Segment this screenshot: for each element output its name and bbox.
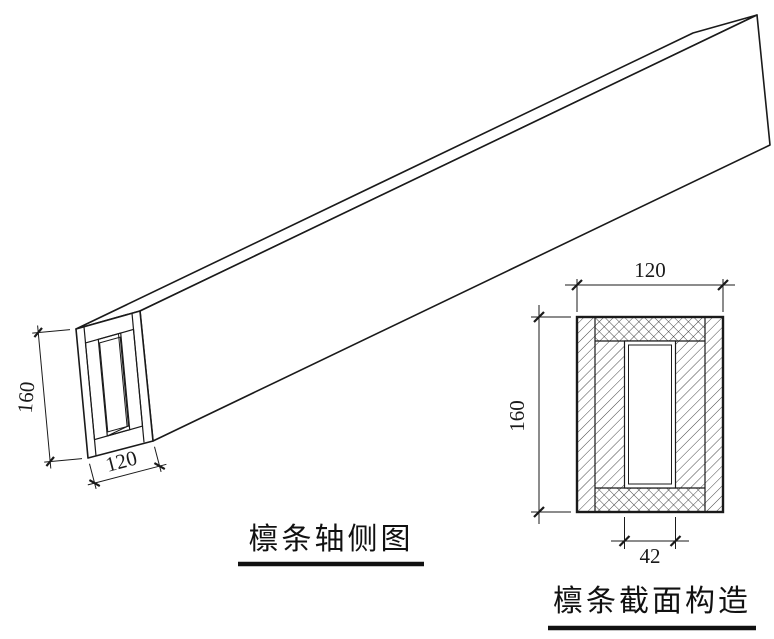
axon-dim-height: 160 [13, 325, 83, 469]
section-title: 檩条截面构造 [553, 585, 751, 618]
dim-tick [533, 311, 545, 323]
bottom-board-crosshatch [595, 488, 705, 512]
section-caption: 檩条截面构造 [548, 585, 756, 631]
right-web-hatch [675, 341, 705, 488]
ext-line [89, 463, 97, 490]
axon-caption: 檩条轴侧图 [238, 523, 424, 567]
section-linework [575, 315, 725, 514]
section-hollow-dim-text: 42 [640, 544, 661, 568]
dim-tick [669, 535, 682, 547]
dim-tick [717, 279, 729, 291]
axonometric-view: 160 120 檩条轴侧图 [13, 14, 771, 567]
axon-beam-body [75, 14, 771, 459]
section-hollow [623, 340, 677, 489]
left-side-board-hatch [577, 317, 595, 512]
dim-tick [33, 327, 43, 338]
dim-tick [571, 279, 583, 291]
beam-front-face [75, 310, 154, 459]
section-hollow-lining [628, 344, 672, 485]
section-width-dim-text: 120 [634, 258, 666, 282]
axon-title: 檩条轴侧图 [249, 523, 414, 556]
section-outer-rect [575, 315, 725, 514]
section-dim-hollow: 42 [611, 517, 689, 568]
section-hatching [577, 317, 723, 512]
dim-line [87, 463, 167, 486]
axon-front-section-lines [83, 313, 145, 456]
top-board-crosshatch [595, 317, 705, 341]
section-dim-width: 120 [565, 258, 735, 312]
dim-tick [618, 535, 631, 547]
dim-tick [45, 456, 55, 467]
right-side-board-hatch [705, 317, 723, 512]
dim-tick [533, 506, 545, 518]
axon-height-dim-text: 160 [13, 381, 40, 414]
section-view: 120 160 42 檩条截面构造 [505, 258, 756, 631]
dim-line [37, 325, 52, 469]
ext-line [154, 446, 162, 473]
dim-tick [153, 462, 166, 471]
dim-tick [88, 479, 101, 488]
left-web-hatch [595, 341, 625, 488]
section-dim-height: 160 [505, 305, 571, 524]
section-height-dim-text: 160 [505, 400, 529, 432]
